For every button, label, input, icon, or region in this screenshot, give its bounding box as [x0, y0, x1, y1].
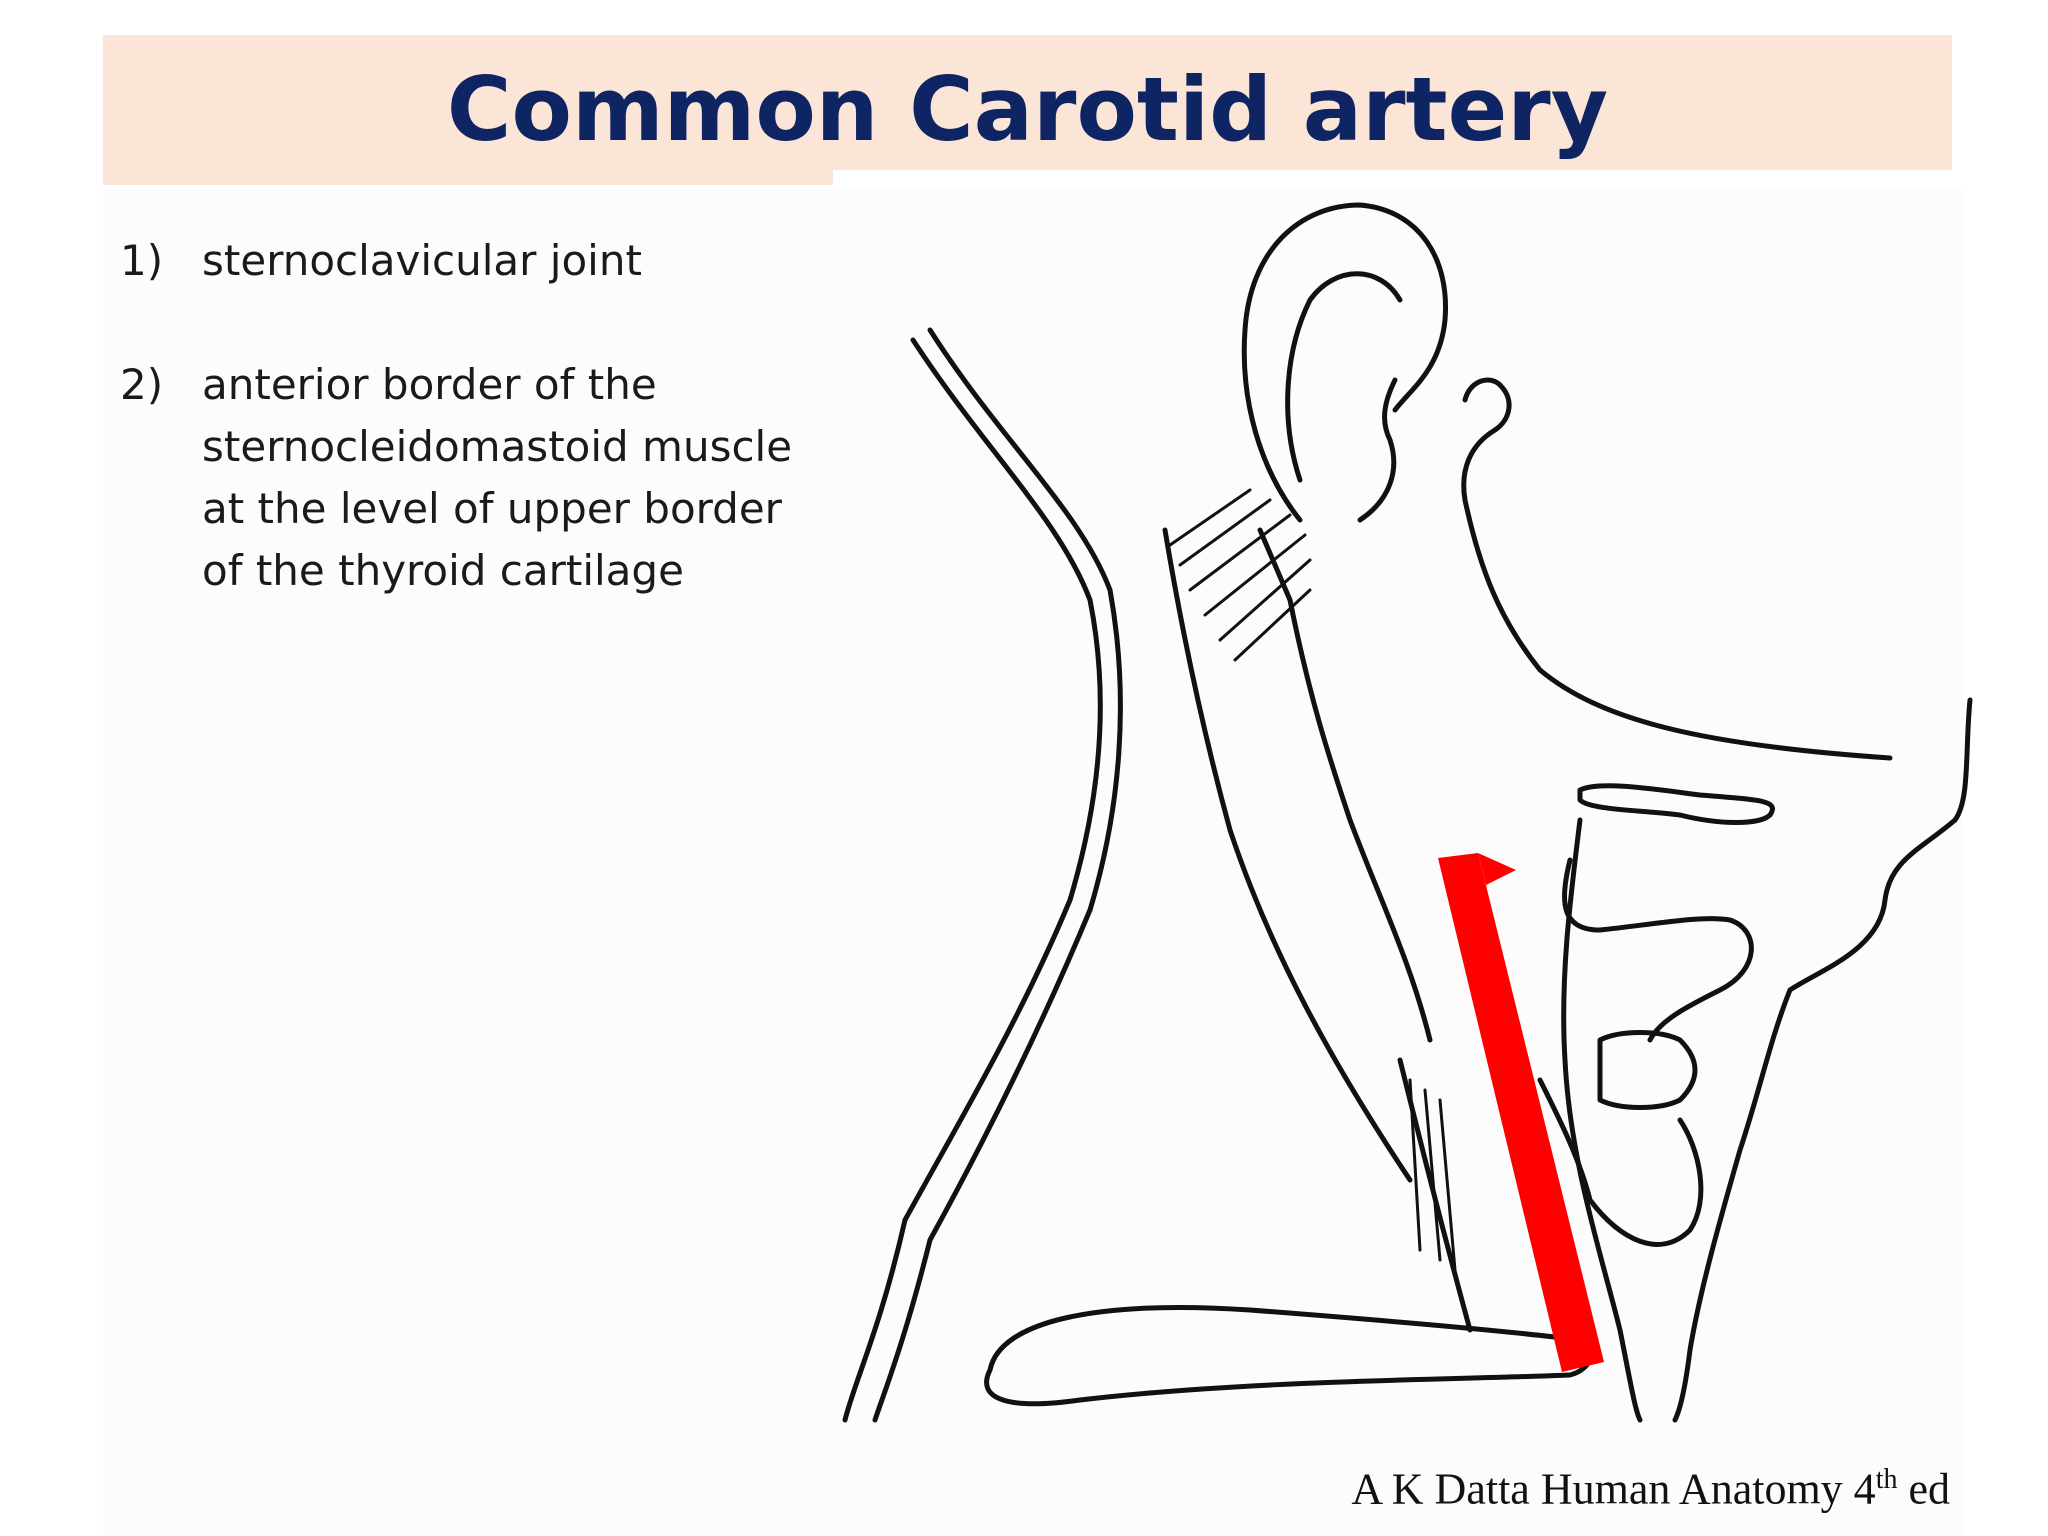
mouth-outline: [1577, 783, 1775, 825]
list-item-text: anterior border of the sternocleidomasto…: [202, 360, 793, 595]
neck-back-outline: [842, 337, 1103, 1423]
thyroid-cartilage: [1597, 1030, 1698, 1110]
title-band-notch: [833, 170, 1952, 188]
slide-title: Common Carotid artery: [446, 58, 1609, 161]
neck-back-outline-inner: [872, 327, 1123, 1423]
citation-suffix: ed: [1897, 1464, 1950, 1514]
list-item: 1) sternoclavicular joint: [120, 230, 820, 292]
slide-background: [103, 188, 1963, 1536]
chin-outline: [1672, 697, 1973, 1423]
list-item-number: 2): [120, 360, 164, 409]
bullet-list: 1) sternoclavicular joint 2) anterior bo…: [120, 230, 820, 664]
sternal-hatching: [1408, 1078, 1457, 1272]
title-band: [103, 35, 1952, 185]
hyoid-outline: [1562, 857, 1754, 1043]
face-profile: [1461, 377, 1893, 761]
sternal-head: [1397, 1057, 1473, 1333]
clavicle: [984, 1305, 1594, 1407]
thyroid-gland: [1537, 1077, 1704, 1247]
neck-front-line: [1561, 817, 1643, 1423]
scm-hatching: [1168, 488, 1312, 662]
carotid-artery-marker-tip: [1478, 853, 1516, 885]
ear-inner: [1285, 271, 1403, 483]
carotid-artery-marker: [1438, 853, 1604, 1372]
scm-muscle-front: [1257, 527, 1433, 1043]
list-item-number: 1): [120, 236, 164, 285]
ear-lobe: [1357, 377, 1398, 523]
scm-muscle-back: [1162, 527, 1413, 1183]
source-citation: A K Datta Human Anatomy 4th ed: [1300, 1450, 1950, 1520]
citation-superscript: th: [1875, 1464, 1898, 1495]
ear-outline: [1241, 202, 1449, 523]
list-item: 2) anterior border of the sternocleidoma…: [120, 354, 820, 602]
neck-anatomy-illustration: [842, 202, 1973, 1423]
citation-text: A K Datta Human Anatomy 4: [1351, 1464, 1876, 1514]
list-item-text: sternoclavicular joint: [202, 236, 642, 285]
